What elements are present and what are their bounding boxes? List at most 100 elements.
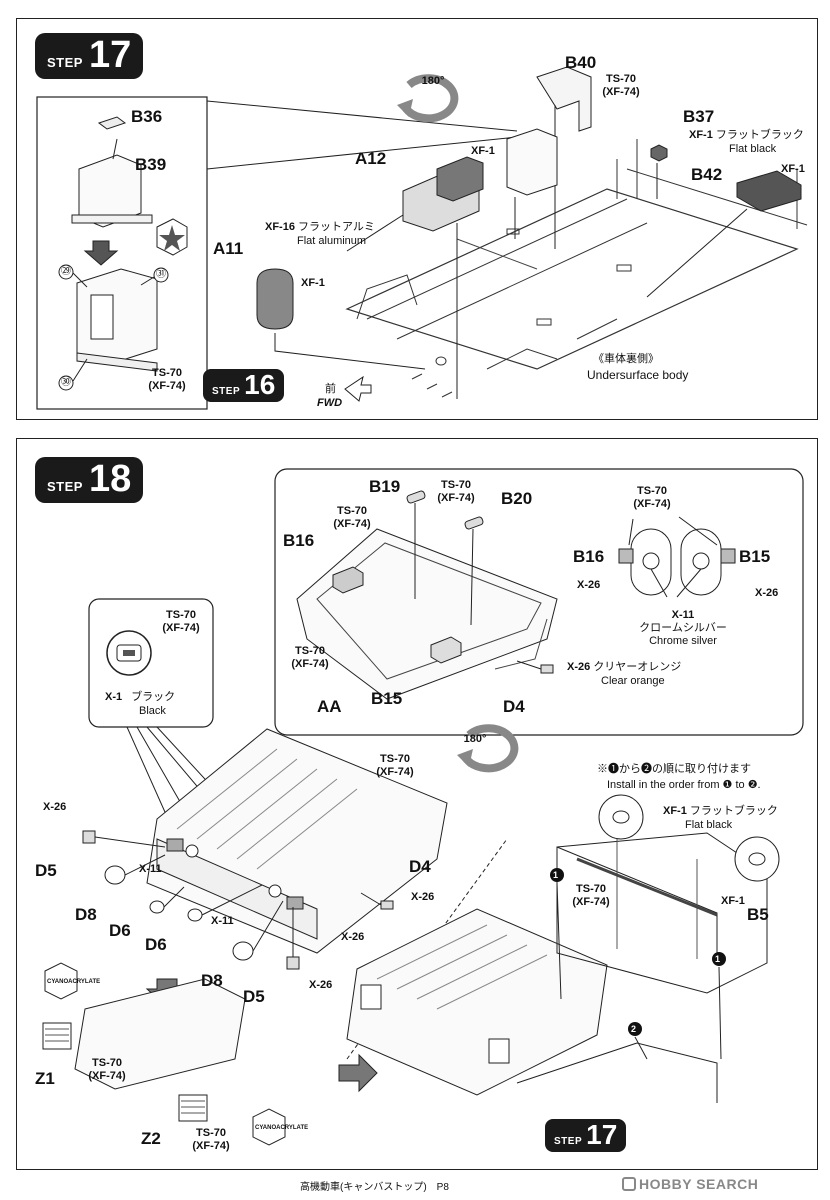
step-number: 17 [586,1119,618,1150]
paint-code-alt: (XF-74) [376,766,414,778]
part-d6-label: D6 [109,921,131,940]
z1-paint-label: TS-70 (XF-74) [77,1057,137,1083]
hobby-search-logo-icon [622,1177,636,1191]
decal-30: ㉚ [61,377,71,388]
part-b19-label: B19 [369,477,401,496]
b42-paint-label: XF-1 [781,163,805,175]
x1-black-en: Black [139,705,166,717]
part-d6b-label: D6 [145,935,167,954]
x11-label-2: X-11 [211,915,234,927]
b5-paint-label: TS-70 (XF-74) [561,883,621,909]
paint-name-en: Chrome silver [649,635,717,647]
part-z2-label: Z2 [141,1129,161,1148]
paint-code: TS-70 [295,645,325,657]
install-order-jp: ※❶から❷の順に取り付けます [597,763,751,775]
x26-label-b: X-26 [755,587,779,599]
paint-code: XF-1 [689,129,713,141]
x26-clear-orange-en: Clear orange [601,675,665,687]
paint-code: XF-16 [265,221,295,233]
part-b40-label: B40 [565,53,597,72]
step-17-badge: STEP 17 [35,33,144,79]
b16-paint-label: TS-70 (XF-74) [327,505,377,531]
body-paint-label: TS-70 (XF-74) [365,753,425,779]
paint-code-alt: (XF-74) [633,498,671,510]
aa-paint-label: TS-70 (XF-74) [285,645,335,671]
part-d8b-label: D8 [201,971,223,990]
step-number: 18 [88,458,132,500]
part-b16-label: B16 [283,531,315,550]
hobby-search-watermark: HOBBY SEARCH [622,1176,758,1192]
step-17-drawing [36,66,808,410]
step-number: 16 [244,369,276,400]
watermark-text: HOBBY SEARCH [639,1176,759,1192]
paint-code: TS-70 [576,883,606,895]
step-18-panel: STEP 18 [16,438,818,1170]
fwd-jp-label: 前 [325,383,336,395]
xf16-paint-label: XF-16 フラットアルミ [265,221,375,234]
part-d5b-label: D5 [243,987,265,1006]
lamp-inset-paint: TS-70 (XF-74) [151,609,211,635]
paint-code-alt: (XF-74) [602,86,640,98]
x26-label-4: X-26 [411,891,435,903]
paint-code: TS-70 [92,1057,122,1069]
x11-label-1: X-11 [139,863,162,875]
paint-code-alt: (XF-74) [291,658,329,670]
part-b15-label: B15 [371,689,403,708]
part-aa-label: AA [317,697,342,716]
paint-code: TS-70 [606,73,636,85]
x26-label-2: X-26 [341,931,365,943]
underside-jp-label: 《車体裏側》 [593,353,659,365]
paint-code-alt: (XF-74) [162,622,200,634]
xf16-paint-en: Flat aluminum [297,235,367,247]
underside-en-label: Undersurface body [587,368,689,382]
paint-name-jp: フラットアルミ [298,221,375,233]
paint-name-jp: フラットブラック [715,129,804,141]
step-16-subbadge: STEP 16 [203,369,285,402]
paint-code: TS-70 [166,609,196,621]
b40-paint-label: TS-70 (XF-74) [591,73,651,99]
a12-paint-label: XF-1 [471,145,495,157]
paint-code: TS-70 [637,485,667,497]
part-d8-label: D8 [75,905,97,924]
page-title-footer: 高機動車(キャンバストップ) P8 [300,1182,449,1193]
part-d4-label: D4 [409,857,431,876]
paint-code: XF-1 [663,805,687,817]
paint-code: X-26 [567,661,591,673]
decal-31: ㉛ [156,269,166,280]
rotate-180-label: 180° [463,733,487,745]
x26-label-3: X-26 [309,979,333,991]
paint-code: X-11 [671,609,695,621]
install-marker-1b: 1 [715,954,721,964]
paint-code: TS-70 [152,367,182,379]
paint-code-alt: (XF-74) [148,380,186,392]
step-18-badge: STEP 18 [35,457,144,503]
b37-paint-en: Flat black [729,143,777,155]
paint-code-alt: (XF-74) [88,1070,126,1082]
paint-code-alt: (XF-74) [572,896,610,908]
cyanoacrylate-badge-1: CYANOACRYLATE [47,979,101,985]
paint-name-jp: クロームシルバー [639,622,727,634]
b37-paint-label: XF-1 フラットブラック [689,129,804,142]
part-b15b-label: B15 [739,547,771,566]
x1-black-label: X-1 ブラック [105,691,175,704]
paint-code: X-1 [105,691,123,703]
part-b42-label: B42 [691,165,723,184]
page-footer: 高機動車(キャンバストップ) P8 HOBBY SEARCH [0,1176,830,1196]
part-z1-label: Z1 [35,1069,55,1088]
part-b37-label: B37 [683,107,715,126]
install-marker-1a: 1 [553,870,559,880]
cyanoacrylate-badge-2: CYANOACRYLATE [255,1125,309,1131]
paint-code-alt: (XF-74) [192,1140,230,1152]
part-a12-label: A12 [355,149,387,168]
paint-name-jp: フラットブラック [689,805,778,817]
install-marker-2: 2 [631,1024,637,1034]
rotate-180-label: 180° [421,75,445,87]
part-b16b-label: B16 [573,547,605,566]
b5-xf1-label: XF-1 フラットブラック [663,805,778,818]
paint-code: TS-70 [441,479,471,491]
tank-paint-label: TS-70 (XF-74) [137,367,197,393]
part-b20-label: B20 [501,489,533,508]
x26-clear-orange-label: X-26 クリヤーオレンジ [567,661,681,674]
paint-name-jp: クリヤーオレンジ [593,661,682,673]
b5-xf1-en: Flat black [685,819,733,831]
